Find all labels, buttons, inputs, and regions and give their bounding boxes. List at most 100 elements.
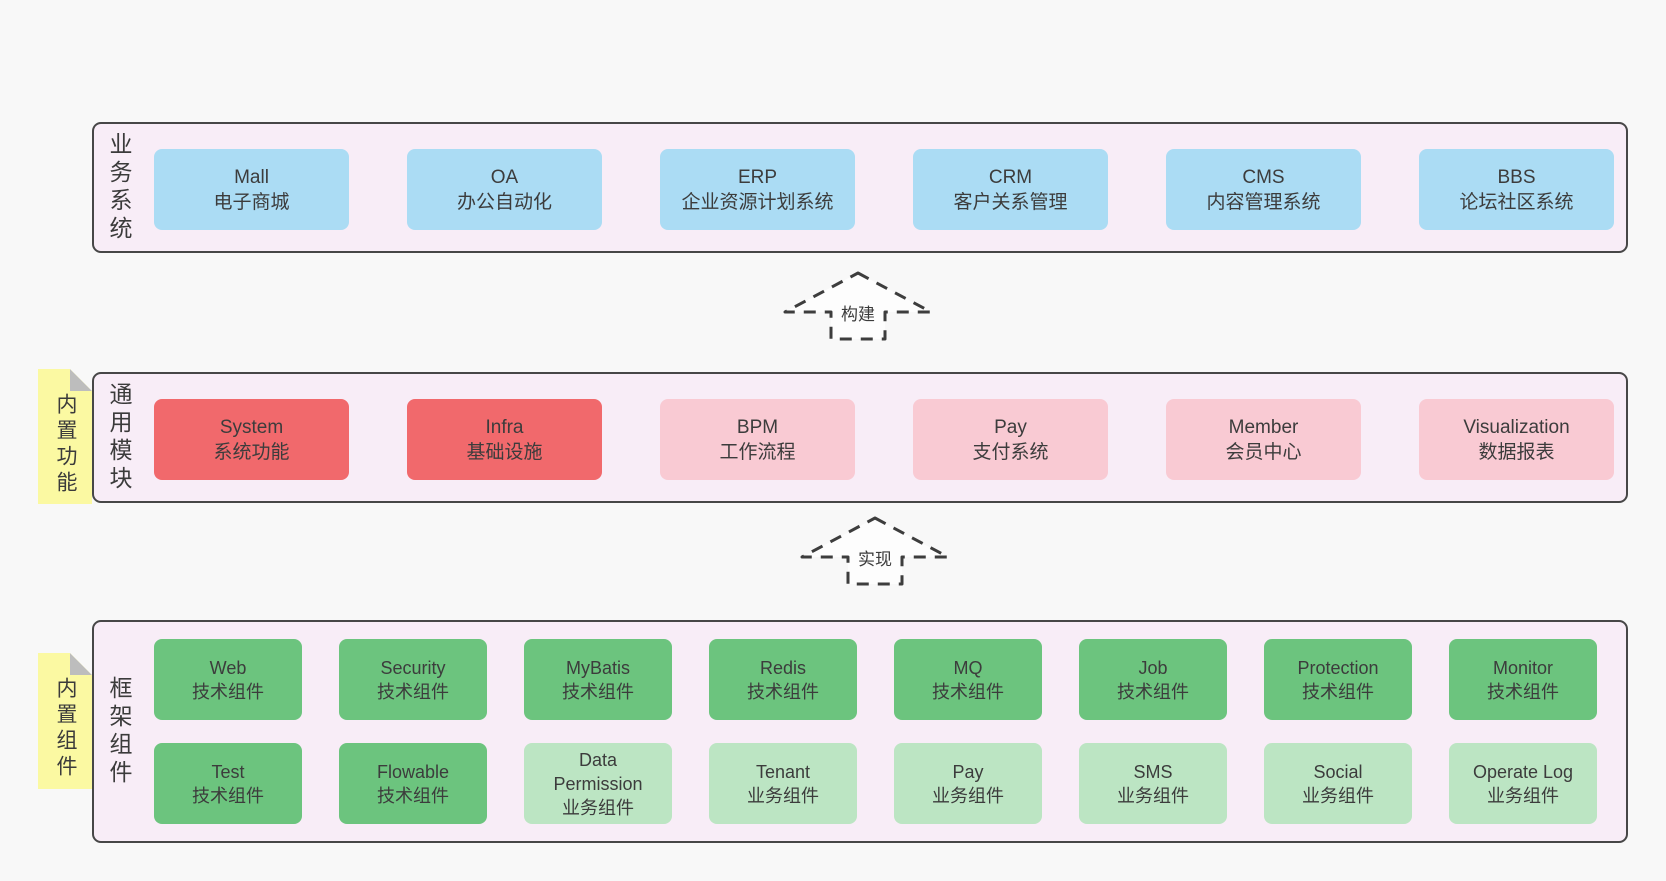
box-title: BPM [736,416,779,438]
box-subtitle: 数据报表 [1478,441,1555,463]
box-subtitle: 业务组件 [747,785,819,806]
box-subtitle: 会员中心 [1225,441,1302,463]
box-test: Test 技术组件 [154,743,302,824]
box-bbs: BBS 论坛社区系统 [1419,149,1614,230]
box-title: CRM [988,166,1033,188]
sticky-note-builtin-components: 内置组件 [38,653,92,789]
box-title: MyBatis [565,657,630,678]
box-subtitle: 业务组件 [1302,785,1374,806]
note-fold-corner [70,369,92,391]
box-redis: Redis 技术组件 [709,639,857,720]
box-erp: ERP 企业资源计划系统 [660,149,855,230]
box-subtitle: 技术组件 [192,785,264,806]
box-subtitle: 技术组件 [377,785,449,806]
box-title: Infra [485,416,524,438]
arrow-label: 实现 [855,545,895,570]
box-subtitle: 技术组件 [1302,681,1374,702]
box-title: Job [1138,657,1168,678]
box-pay: Pay 业务组件 [894,743,1042,824]
arrow-label: 构建 [838,300,878,325]
box-subtitle: 技术组件 [377,681,449,702]
box-title: Flowable [376,761,450,782]
box-title: Visualization [1463,416,1570,438]
box-visualization: Visualization 数据报表 [1419,399,1614,480]
box-job: Job 技术组件 [1079,639,1227,720]
box-pay: Pay 支付系统 [913,399,1108,480]
box-title: Monitor [1492,657,1554,678]
box-title: Member [1228,416,1299,438]
box-web: Web 技术组件 [154,639,302,720]
box-system: System 系统功能 [154,399,349,480]
box-title: Security [380,657,446,678]
box-subtitle: 业务组件 [932,785,1004,806]
box-title: Mall [234,166,269,188]
arrow-implement: 实现 [800,516,950,586]
sticky-note-label: 内置组件 [54,677,77,781]
arrow-build: 构建 [783,271,933,341]
box-mybatis: MyBatis 技术组件 [524,639,672,720]
box-subtitle: 电子商城 [213,191,290,213]
box-crm: CRM 客户关系管理 [913,149,1108,230]
box-infra: Infra 基础设施 [407,399,602,480]
box-subtitle: 技术组件 [747,681,819,702]
layer-label: 业务系统 [106,131,132,244]
box-subtitle: 技术组件 [1487,681,1559,702]
box-subtitle: 系统功能 [213,441,290,463]
box-title: BBS [1497,166,1536,188]
box-title: CMS [1242,166,1285,188]
box-subtitle: 支付系统 [972,441,1049,463]
box-mall: Mall 电子商城 [154,149,349,230]
box-subtitle: 内容管理系统 [1206,191,1321,213]
box-subtitle: 办公自动化 [456,191,552,213]
box-subtitle: 企业资源计划系统 [681,191,834,213]
layer-label: 通用模块 [106,381,132,494]
box-title: Data Permission [553,749,643,794]
box-title: OA [490,166,519,188]
business-box-row: Mall 电子商城 OA 办公自动化 ERP 企业资源计划系统 CRM 客户关系管理 CMS 内容… [154,149,1614,230]
sticky-note-label: 内置功能 [54,393,77,497]
box-title: SMS [1133,761,1173,782]
box-member: Member 会员中心 [1166,399,1361,480]
box-subtitle: 论坛社区系统 [1459,191,1574,213]
box-cms: CMS 内容管理系统 [1166,149,1361,230]
box-oa: OA 办公自动化 [407,149,602,230]
box-title: Web [209,657,247,678]
box-subtitle: 技术组件 [192,681,264,702]
box-title: Pay [994,416,1027,438]
box-tenant: Tenant 业务组件 [709,743,857,824]
layer-label: 框架组件 [106,675,132,788]
box-subtitle: 技术组件 [1117,681,1189,702]
box-subtitle: 客户关系管理 [953,191,1068,213]
box-subtitle: 基础设施 [466,441,543,463]
box-title: Test [211,761,245,782]
box-subtitle: 业务组件 [1487,785,1559,806]
box-sms: SMS 业务组件 [1079,743,1227,824]
box-title: Operate Log [1472,761,1574,782]
note-fold-corner [70,653,92,675]
box-title: Redis [759,657,807,678]
layer-business-systems: 业务系统 Mall 电子商城 OA 办公自动化 ERP 企业资源计划系统 CRM 客户关系管理… [92,122,1628,253]
box-title: System [219,416,284,438]
box-title: Social [1313,761,1363,782]
box-protection: Protection 技术组件 [1264,639,1412,720]
box-subtitle: 技术组件 [562,681,634,702]
box-title: Protection [1297,657,1379,678]
box-security: Security 技术组件 [339,639,487,720]
box-title: Tenant [755,761,811,782]
box-social: Social 业务组件 [1264,743,1412,824]
box-title: ERP [737,166,778,188]
box-subtitle: 业务组件 [1117,785,1189,806]
sticky-note-builtin-features: 内置功能 [38,369,92,504]
box-subtitle: 技术组件 [932,681,1004,702]
box-monitor: Monitor 技术组件 [1449,639,1597,720]
box-operate-log: Operate Log 业务组件 [1449,743,1597,824]
box-title: Pay [952,761,984,782]
